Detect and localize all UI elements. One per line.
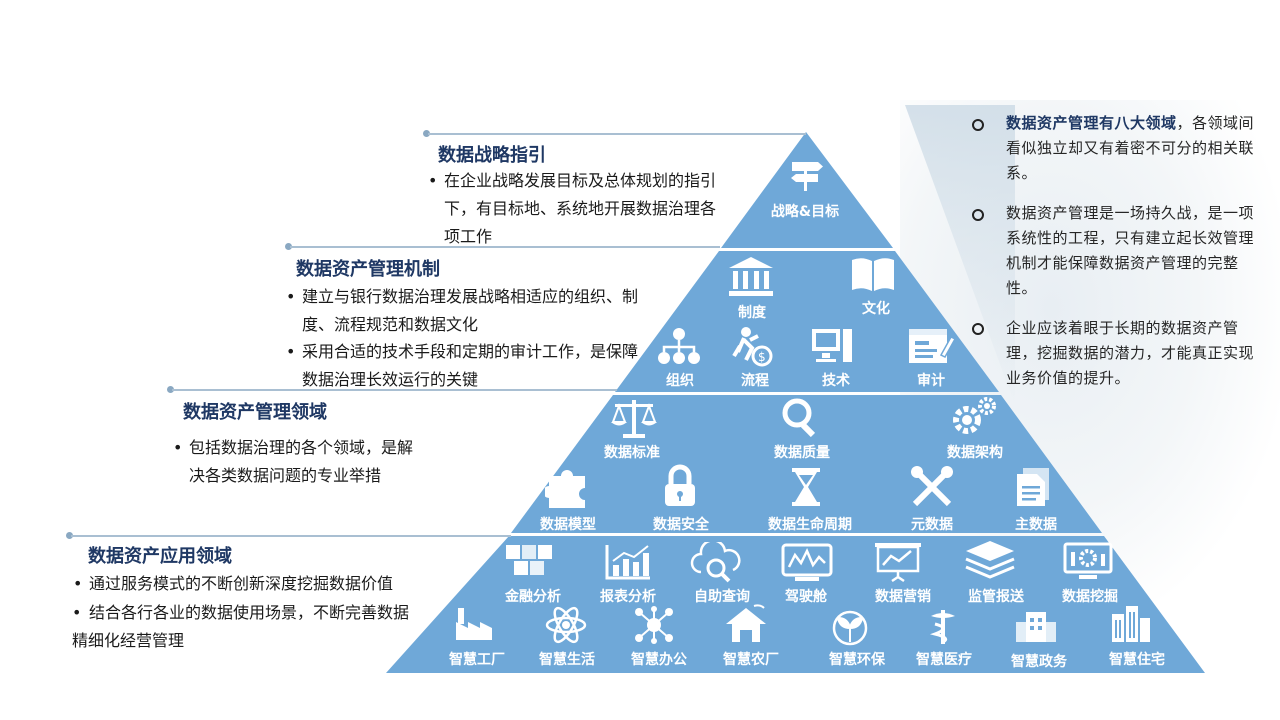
label-data-security: 数据安全 — [653, 517, 709, 533]
leader-line-domain — [172, 389, 617, 391]
label-process: 流程 — [741, 373, 769, 389]
side-note-3: 企业应该着眼于长期的数据资产管理，挖掘数据的潜力，才能真正实现业务价值的提升。 — [1006, 319, 1255, 387]
puzzle-icon — [545, 470, 585, 508]
label-organization: 组织 — [666, 373, 694, 389]
label-cockpit: 驾驶舱 — [785, 589, 827, 605]
signpost-icon — [791, 162, 823, 191]
mechanism-bullet-1: •建立与银行数据治理发展战略相适应的组织、制度、流程规范和数据文化 — [286, 283, 640, 339]
cloud-search-icon — [690, 542, 741, 583]
bullet-dot: • — [286, 342, 296, 361]
label-data-lifecycle: 数据生命周期 — [768, 517, 852, 533]
book-icon — [852, 258, 894, 291]
gears-icon — [953, 397, 996, 434]
network-icon — [635, 606, 673, 644]
label-financial-analysis: 金融分析 — [505, 589, 561, 605]
label-metadata: 元数据 — [911, 517, 953, 533]
label-data-mining: 数据挖掘 — [1062, 589, 1118, 605]
label-smart-government: 智慧政务 — [1011, 654, 1067, 670]
label-technology: 技术 — [822, 373, 850, 389]
runner-icon: $ — [732, 327, 773, 367]
label-strategy-goal: 战略&目标 — [770, 204, 840, 220]
audit-icon — [909, 329, 957, 363]
monitor-gear-icon — [1063, 542, 1113, 579]
org-chart-icon — [658, 328, 700, 364]
label-audit: 审计 — [917, 373, 945, 389]
application-bullet-2: •结合各行各业的数据使用场景，不断完善数据精细化经营管理 — [72, 599, 412, 655]
dashboard-icon — [781, 543, 833, 581]
label-system: 制度 — [738, 305, 766, 321]
section-title-application: 数据资产应用领域 — [88, 546, 232, 567]
label-report-analysis: 报表分析 — [600, 589, 656, 605]
label-smart-factory: 智慧工厂 — [449, 652, 505, 668]
side-note-1: 数据资产管理有八大领域，各领域间看似独立却又有着密不可分的相关联系。 — [1006, 114, 1255, 182]
factory-icon — [456, 608, 492, 640]
section-title-domain: 数据资产管理领域 — [183, 402, 327, 423]
government-icon — [1016, 612, 1056, 642]
bullet-dot: • — [286, 287, 296, 306]
label-smart-medical: 智慧医疗 — [916, 652, 972, 668]
leader-dot-strategy — [423, 130, 430, 137]
leader-line-mechanism — [290, 246, 720, 248]
label-smart-farm: 智慧农厂 — [723, 652, 779, 668]
svg-text:$: $ — [758, 350, 766, 364]
label-data-model: 数据模型 — [540, 517, 596, 533]
pyramid-tier-4 — [386, 536, 1205, 673]
application-bullet-1: •通过服务模式的不断创新深度挖掘数据价值 — [73, 570, 469, 598]
bullet-dot: • — [173, 438, 183, 457]
label-data-quality: 数据质量 — [774, 445, 830, 461]
label-data-architecture: 数据架构 — [947, 445, 1003, 461]
bank-icon — [729, 257, 773, 296]
tools-icon — [911, 466, 953, 507]
note-bullet-3 — [972, 323, 984, 335]
bullet-dot: • — [72, 603, 82, 622]
leader-dot-domain — [167, 386, 174, 393]
label-data-marketing: 数据营销 — [875, 589, 931, 605]
mechanism-bullet-2: •采用合适的技术手段和定期的审计工作，是保障数据治理长效运行的关键 — [286, 338, 640, 394]
scale-icon — [611, 400, 657, 438]
leader-line-strategy — [428, 133, 806, 135]
label-master-data: 主数据 — [1015, 517, 1057, 533]
section-title-strategy: 数据战略指引 — [438, 145, 546, 166]
side-note-1-bold: 数据资产管理有八大领域 — [1006, 114, 1177, 132]
label-data-standard: 数据标准 — [604, 445, 660, 461]
label-regulatory-reporting: 监管报送 — [968, 589, 1024, 605]
note-bullet-2 — [972, 209, 984, 221]
barn-icon — [726, 604, 766, 642]
pyramid-tier-2 — [615, 251, 999, 392]
bullet-dot: • — [428, 171, 438, 190]
bullet-dot: • — [73, 574, 83, 593]
strategy-bullet: •在企业战略发展目标及总体规划的指引下，有目标地、系统地开展数据治理各项工作 — [428, 167, 716, 251]
hourglass-icon — [792, 468, 820, 506]
document-icon — [1017, 468, 1049, 506]
label-culture: 文化 — [862, 301, 890, 317]
computer-icon — [812, 329, 852, 362]
side-note-2: 数据资产管理是一场持久战，是一项系统性的工程，只有建立起长效管理机制才能保障数据… — [1006, 204, 1255, 297]
layers-icon — [965, 541, 1015, 579]
lock-icon — [665, 464, 695, 506]
cubes-icon — [506, 545, 552, 575]
atom-icon — [545, 606, 587, 644]
section-title-mechanism: 数据资产管理机制 — [296, 259, 440, 280]
label-smart-residence: 智慧住宅 — [1109, 652, 1165, 668]
leader-dot-mechanism — [285, 243, 292, 250]
magnifier-icon — [782, 398, 816, 437]
leaf-icon — [832, 610, 868, 646]
label-smart-office: 智慧办公 — [631, 652, 687, 668]
label-smart-life: 智慧生活 — [539, 652, 595, 668]
note-bullet-1 — [972, 119, 984, 131]
label-self-service-query: 自助查询 — [694, 589, 750, 605]
bar-chart-icon — [605, 545, 650, 580]
pyramid-tier-3 — [511, 395, 1102, 533]
domain-bullet: •包括数据治理的各个领域，是解决各类数据问题的专业举措 — [173, 434, 415, 490]
leader-line-application — [71, 535, 511, 537]
buildings-icon — [1112, 606, 1150, 642]
caduceus-icon — [929, 610, 955, 644]
leader-dot-application — [66, 532, 73, 539]
label-smart-environment: 智慧环保 — [829, 652, 885, 668]
presentation-icon — [875, 543, 921, 583]
